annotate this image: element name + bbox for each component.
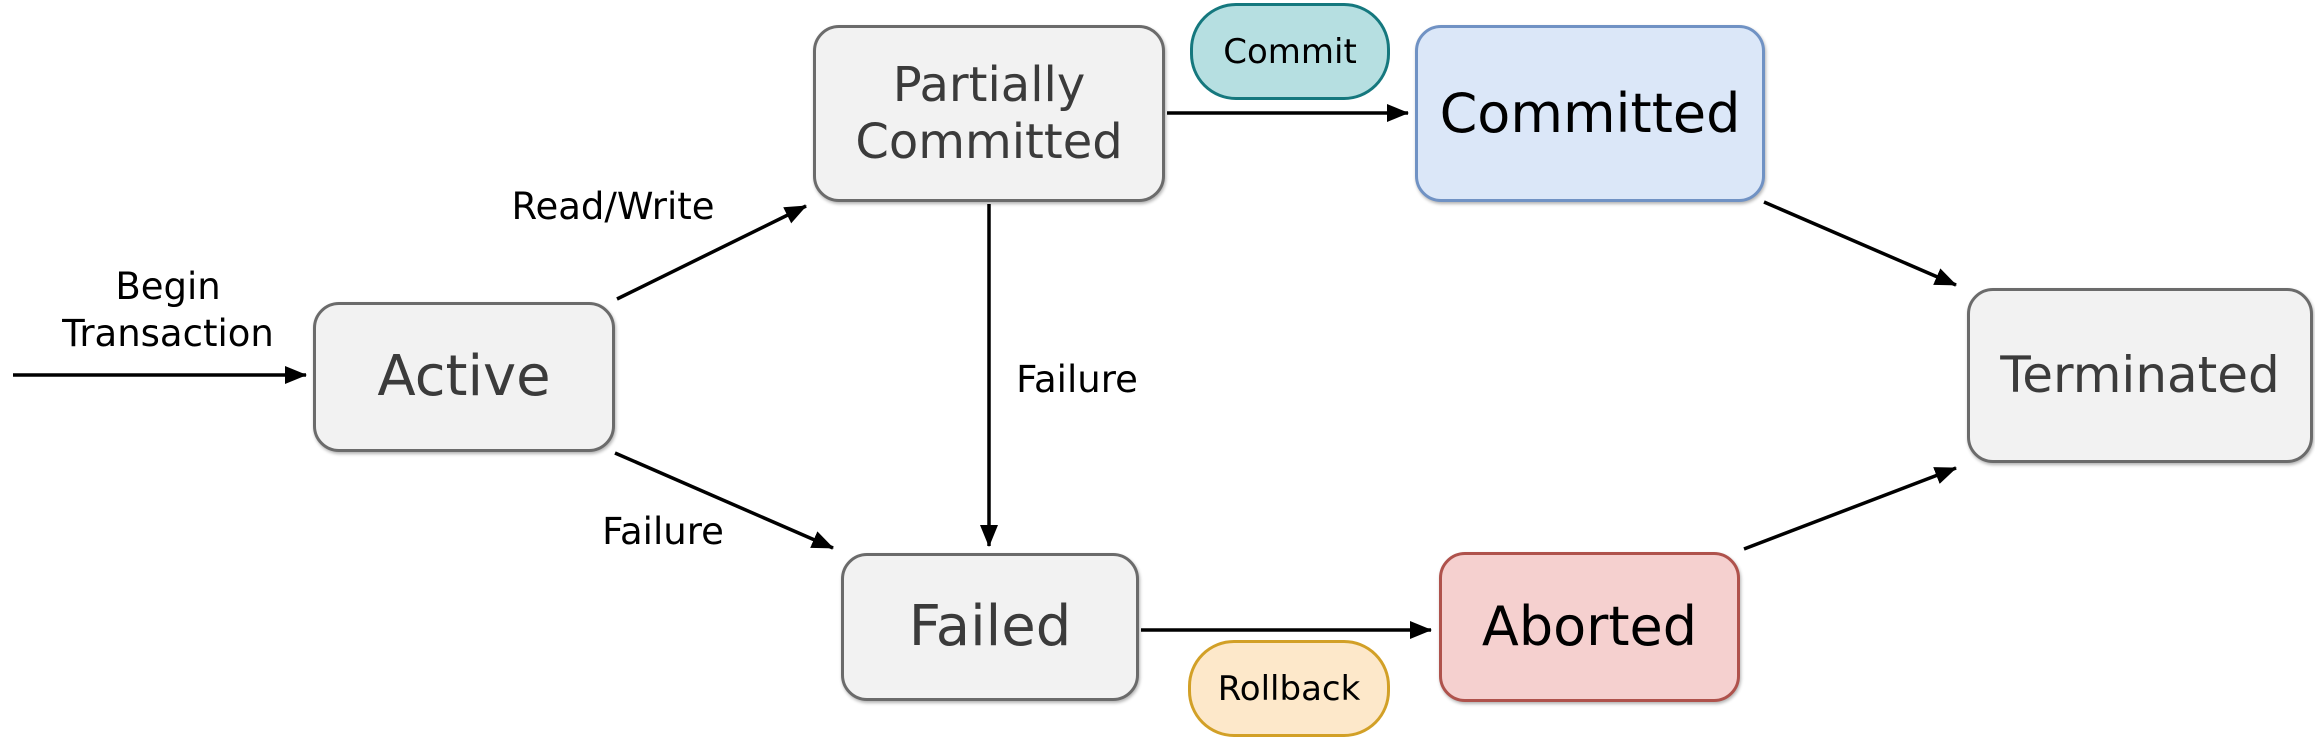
read-write-label: Read/Write bbox=[511, 185, 715, 228]
node-partially-committed: Partially Committed bbox=[813, 25, 1165, 202]
node-terminated: Terminated bbox=[1967, 288, 2313, 463]
edge-committed-to-terminated bbox=[1763, 200, 1957, 287]
node-aborted: Aborted bbox=[1439, 552, 1740, 702]
node-failed: Failed bbox=[841, 553, 1139, 701]
rollback-pill: Rollback bbox=[1188, 640, 1390, 737]
commit-pill: Commit bbox=[1190, 3, 1390, 100]
failure-lower-label: Failure bbox=[602, 510, 724, 553]
edge-aborted-to-terminated bbox=[1743, 466, 1957, 551]
failure-upper-label: Failure bbox=[1016, 358, 1138, 401]
begin-transaction-label: Begin Transaction bbox=[62, 265, 274, 355]
node-active: Active bbox=[313, 302, 615, 452]
node-committed: Committed bbox=[1415, 25, 1765, 202]
